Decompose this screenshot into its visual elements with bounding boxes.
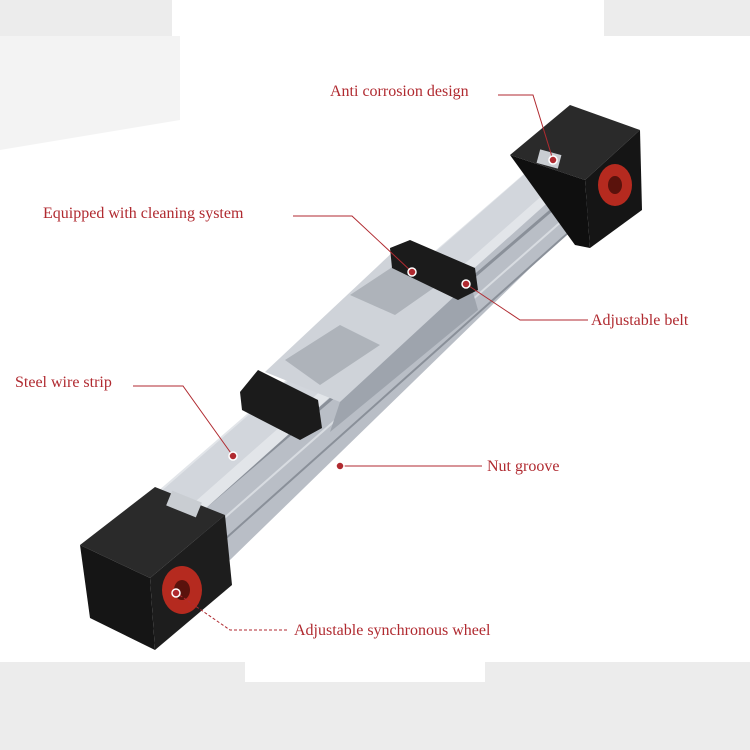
- background-panel-bottom: [245, 662, 485, 682]
- background-panel-left-shadow: [0, 36, 180, 150]
- leader-synchronous-wheel: [177, 593, 287, 631]
- wiper-rear: [390, 240, 478, 300]
- end-block-far-side: [510, 155, 590, 248]
- callout-steel-wire-strip: Steel wire strip: [15, 374, 112, 391]
- marker-cleaning-system: [407, 267, 417, 277]
- rail-groove: [214, 214, 589, 549]
- marker-nut-groove: [335, 461, 345, 471]
- background-panel-top: [172, 0, 604, 36]
- leader-cleaning-system: [293, 215, 413, 273]
- marker-steel-wire-strip: [228, 451, 238, 461]
- carriage-plate: [285, 325, 380, 385]
- leader-anti-corrosion: [498, 94, 554, 161]
- marker-synchronous-wheel: [171, 588, 181, 598]
- marker-anti-corrosion: [548, 155, 558, 165]
- callout-cleaning-system: Equipped with cleaning system: [43, 205, 244, 222]
- leader-adjustable-belt: [465, 283, 588, 321]
- callout-synchronous-wheel: Adjustable synchronous wheel: [294, 622, 491, 639]
- end-block-near-front: [80, 545, 155, 650]
- callout-nut-groove: Nut groove: [487, 458, 560, 475]
- leader-steel-wire-strip: [133, 385, 234, 457]
- callout-adjustable-belt: Adjustable belt: [591, 312, 689, 329]
- wiper-front: [240, 370, 322, 440]
- far-wheel-inner: [608, 176, 622, 194]
- near-end-plate: [166, 490, 202, 518]
- marker-adjustable-belt: [461, 279, 471, 289]
- carriage-side: [330, 282, 478, 432]
- callout-anti-corrosion: Anti corrosion design: [330, 83, 469, 100]
